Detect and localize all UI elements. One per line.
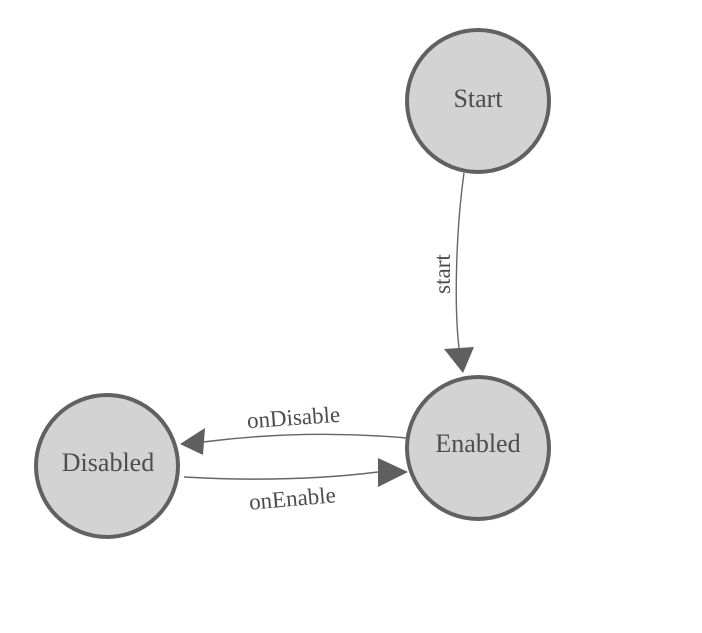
edge-onenable-label: onEnable xyxy=(248,482,337,514)
node-start-label: Start xyxy=(453,84,503,113)
edge-onenable: onEnable xyxy=(183,458,408,515)
node-enabled-circle[interactable] xyxy=(405,375,551,521)
node-start-circle[interactable] xyxy=(405,28,551,174)
edge-ondisable-label: onDisable xyxy=(246,402,341,433)
edge-ondisable: onDisable xyxy=(180,402,408,455)
edge-onenable-arrowhead-icon xyxy=(378,458,408,487)
node-enabled-label: Enabled xyxy=(435,429,520,458)
node-disabled-circle[interactable] xyxy=(34,393,180,539)
node-start: Start xyxy=(405,28,551,174)
edge-onenable-line xyxy=(183,471,379,480)
edge-start-line xyxy=(455,172,465,349)
node-disabled-label: Disabled xyxy=(62,448,154,477)
edge-start: start xyxy=(430,172,474,373)
edge-ondisable-line xyxy=(202,433,408,443)
edge-start-label: start xyxy=(430,254,455,294)
edge-start-arrowhead-icon xyxy=(444,347,474,373)
node-disabled: Disabled xyxy=(34,393,180,539)
edge-ondisable-arrowhead-icon xyxy=(180,428,205,455)
node-enabled: Enabled xyxy=(405,375,551,521)
